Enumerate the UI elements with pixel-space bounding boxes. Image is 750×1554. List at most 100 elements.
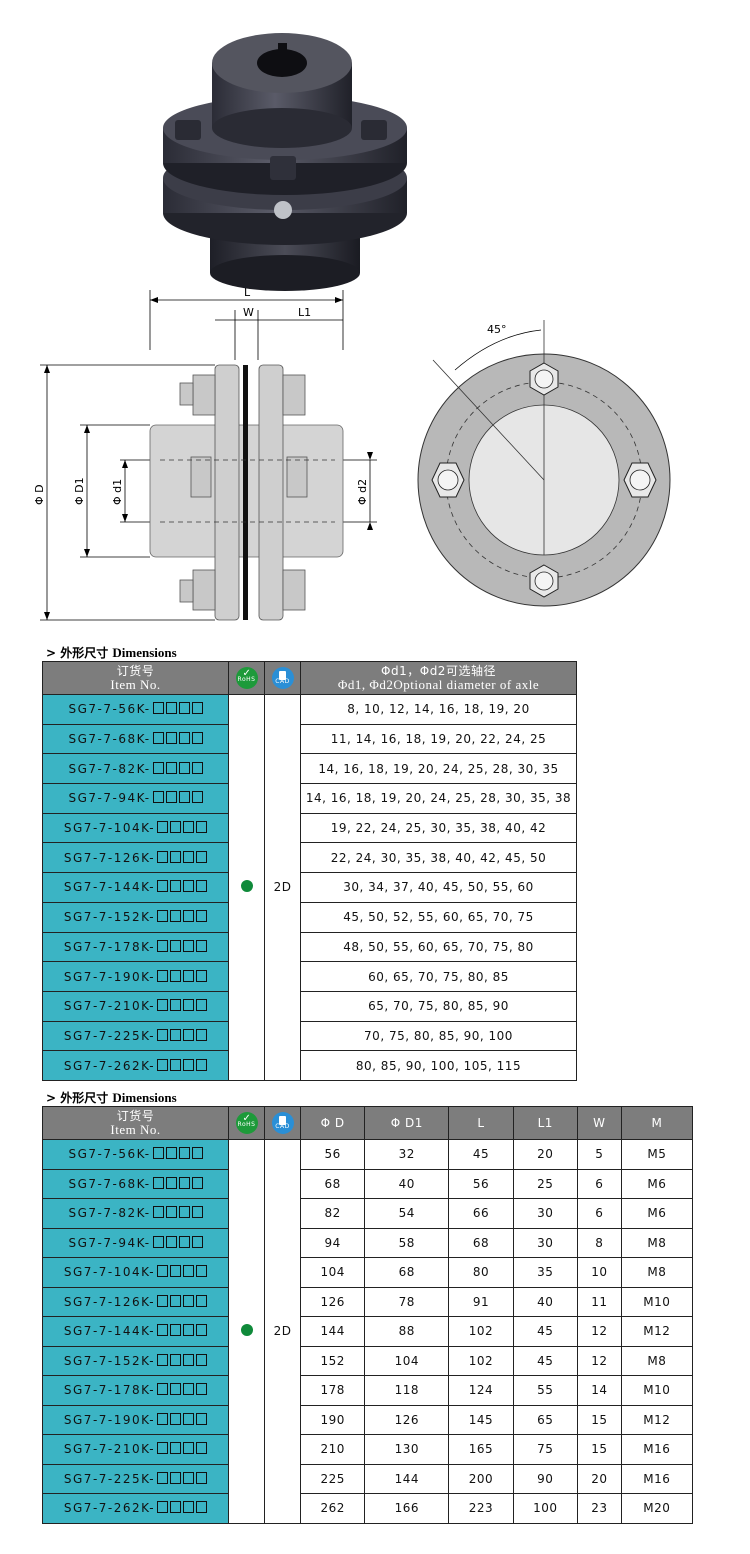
item-number: SG7-7-82K-: [68, 1206, 151, 1221]
header-cad: CAD: [264, 661, 301, 695]
placeholder-box: [165, 702, 177, 715]
item-number: SG7-7-104K-: [63, 1265, 156, 1280]
dimension-value: M10: [620, 1286, 694, 1317]
dimension-value: 165: [448, 1434, 514, 1465]
dimension-value: 55: [512, 1375, 578, 1406]
header-item-en: Item No.: [110, 1122, 161, 1137]
item-number: SG7-7-225K-: [63, 1471, 156, 1486]
table-row: SG7-7-126K-22, 24, 30, 35, 38, 40, 42, 4…: [42, 842, 577, 874]
dimension-value: 40: [512, 1286, 578, 1317]
axle-diameters: 22, 24, 30, 35, 38, 40, 42, 45, 50: [300, 842, 577, 874]
placeholder-box: [165, 1176, 177, 1189]
placeholder-box: [170, 1294, 182, 1307]
header-cad: CAD: [264, 1106, 301, 1140]
label-phid1: Φ d1: [111, 479, 124, 505]
placeholder-box: [165, 761, 177, 774]
placeholder-box: [196, 1501, 208, 1514]
dimension-value: 178: [299, 1375, 366, 1406]
dimension-value: 68: [448, 1227, 514, 1258]
dimension-value: 104: [299, 1257, 366, 1288]
placeholder-box: [183, 1501, 195, 1514]
item-number-cell: SG7-7-178K-: [42, 1375, 229, 1406]
item-number-cell: SG7-7-210K-: [42, 990, 229, 1022]
placeholder-box: [196, 1442, 208, 1455]
dimension-value: 6: [576, 1168, 622, 1199]
item-number: SG7-7-56K-: [68, 702, 151, 717]
cad-cell: 2D: [264, 1139, 301, 1524]
placeholder-box: [157, 1442, 169, 1455]
item-number-cell: SG7-7-225K-: [42, 1463, 229, 1494]
item-number: SG7-7-210K-: [63, 999, 156, 1014]
placeholder-box: [178, 1235, 190, 1248]
dimension-value: 45: [512, 1345, 578, 1376]
dimension-value: 75: [512, 1434, 578, 1465]
dimension-value: 100: [512, 1493, 578, 1524]
label-angle: 45°: [487, 323, 507, 336]
placeholder-box: [183, 1294, 195, 1307]
placeholder-box: [152, 1176, 164, 1189]
item-number: SG7-7-210K-: [63, 1442, 156, 1457]
item-number: SG7-7-104K-: [63, 821, 156, 836]
dimension-value: 126: [299, 1286, 366, 1317]
placeholder-box: [157, 1265, 169, 1278]
item-number: SG7-7-144K-: [63, 880, 156, 895]
dimension-value: 20: [512, 1139, 578, 1170]
dimension-value: 25: [512, 1168, 578, 1199]
dimension-value: 102: [448, 1345, 514, 1376]
placeholder-box: [170, 939, 182, 952]
axle-diameters: 60, 65, 70, 75, 80, 85: [300, 961, 577, 992]
dimension-value: 126: [364, 1404, 450, 1435]
placeholder-box: [196, 850, 208, 863]
header-item-cn: 订货号: [116, 664, 155, 678]
placeholder-box: [178, 1176, 190, 1189]
header-col-2: L: [448, 1106, 514, 1140]
placeholder-box: [183, 1471, 195, 1484]
axle-diameters: 19, 22, 24, 25, 30, 35, 38, 40, 42: [300, 812, 577, 844]
dimension-value: 88: [364, 1316, 450, 1347]
placeholder-box: [165, 1147, 177, 1160]
item-number-cell: SG7-7-56K-: [42, 694, 229, 725]
placeholder-box: [183, 1383, 195, 1396]
placeholder-box: [170, 1058, 182, 1071]
placeholder-box: [196, 1383, 208, 1396]
placeholder-box: [196, 880, 208, 893]
placeholder-box: [170, 1471, 182, 1484]
placeholder-box: [183, 880, 195, 893]
placeholder-box: [165, 1206, 177, 1219]
dimension-value: 210: [299, 1434, 366, 1465]
dimension-value: 68: [299, 1168, 366, 1199]
axle-diameters: 65, 70, 75, 80, 85, 90: [300, 990, 577, 1022]
placeholder-box: [191, 791, 203, 804]
placeholder-box: [191, 1147, 203, 1160]
item-number-cell: SG7-7-82K-: [42, 1198, 229, 1229]
placeholder-box: [170, 1353, 182, 1366]
dimension-value: M12: [620, 1316, 694, 1347]
table-row: SG7-7-152K-45, 50, 52, 55, 60, 65, 70, 7…: [42, 901, 577, 933]
axle-diameter-table: 订货号 Item No. RoHS CAD Φd1，Φd2可选轴径 Φd1, Φ…: [42, 661, 577, 1081]
item-number-cell: SG7-7-68K-: [42, 1168, 229, 1199]
placeholder-box: [196, 1028, 208, 1041]
dimension-value: 68: [364, 1257, 450, 1288]
dimension-value: 118: [364, 1375, 450, 1406]
item-number-cell: SG7-7-144K-: [42, 872, 229, 903]
dimension-value: 14: [576, 1375, 622, 1406]
section-title-1-cn: > 外形尺寸: [46, 646, 109, 660]
item-number-cell: SG7-7-262K-: [42, 1050, 229, 1081]
header-item: 订货号 Item No.: [42, 661, 229, 695]
item-number: SG7-7-82K-: [68, 761, 151, 776]
dimension-value: 90: [512, 1463, 578, 1494]
placeholder-box: [170, 1265, 182, 1278]
placeholder-box: [157, 1324, 169, 1337]
placeholder-box: [183, 1324, 195, 1337]
placeholder-box: [183, 1028, 195, 1041]
placeholder-box: [183, 1442, 195, 1455]
section-title-2-en: Dimensions: [112, 1090, 177, 1105]
placeholder-box: [196, 969, 208, 982]
